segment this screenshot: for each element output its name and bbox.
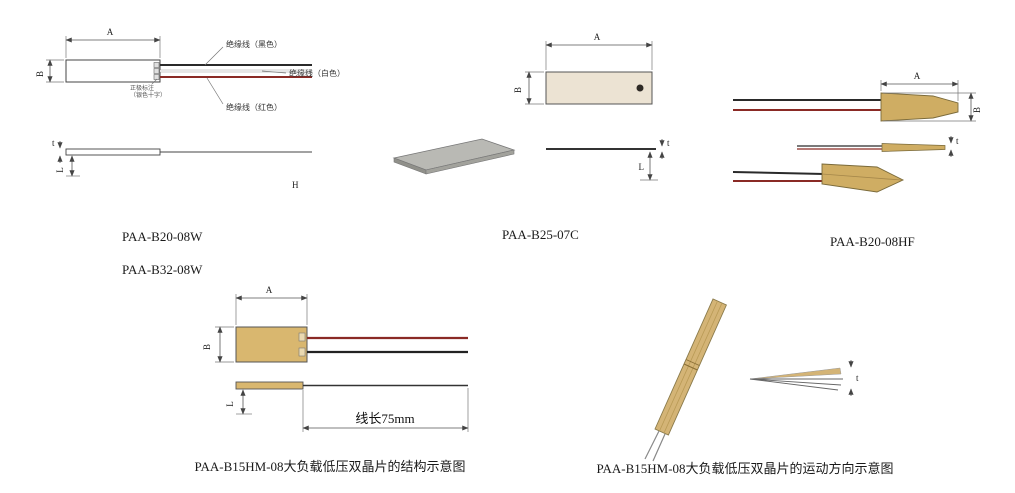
fig4-dim-b-label: B: [202, 344, 212, 350]
fig4-solder-pads: [298, 332, 306, 357]
fig1-dim-b-label: B: [35, 71, 45, 77]
fig1-dim-l-label: L: [55, 167, 65, 173]
fig1-dim-b: B: [35, 59, 64, 83]
fig5-motion-fan: t: [749, 360, 859, 396]
fig1-caption2: PAA-B32-08W: [122, 262, 203, 277]
fig3-caption: PAA-B20-08HF: [830, 234, 915, 249]
fig2-side-view: t L: [546, 138, 670, 181]
fig2-caption: PAA-B25-07C: [502, 227, 579, 242]
fig1-white-wire-label: 绝缘线（白色）: [289, 68, 345, 78]
fig4-side-view: L: [225, 381, 468, 415]
fig3-side-view: t: [797, 136, 959, 157]
fig2-body: [545, 71, 653, 105]
fig3-dim-a: A: [880, 71, 959, 101]
fig1-side-view: t L H: [52, 138, 312, 190]
fig4-caption: PAA-B15HM-08大负载低压双晶片的结构示意图: [194, 459, 465, 474]
fig3-dim-b-label: B: [972, 107, 982, 113]
fig1-dim-t-label: t: [52, 138, 55, 148]
fig4-wire-length-label: 线长75mm: [355, 411, 414, 426]
figure-paa-b20-08hf: A B t PAA-B20-08HF: [732, 71, 982, 249]
figure-paa-b25-07c: A B t L PAA-B25-07C: [392, 32, 670, 242]
figure-paa-b15hm-motion: t PAA-B15HM-08大负载低压双晶片的运动方向示意图: [596, 298, 894, 476]
fig5-wires: [644, 430, 666, 462]
fig5-caption: PAA-B15HM-08大负载低压双晶片的运动方向示意图: [596, 461, 893, 476]
fig1-electrode-note-line2: （银色十字）: [130, 91, 166, 99]
fig1-dim-h-label: H: [292, 180, 299, 190]
fig1-electrode-note-line1: 正极标注: [130, 84, 154, 92]
fig4-dim-b: B: [202, 326, 234, 363]
fig3-dim-b: B: [883, 92, 982, 122]
fig1-body: [65, 59, 161, 83]
fig2-dim-b-label: B: [513, 87, 523, 93]
fig4-body: [235, 326, 308, 363]
fig1-dim-a: A: [65, 27, 161, 58]
fig2-dim-t-label: t: [667, 138, 670, 148]
figure-paa-b15hm-structure: A B L 线长75mm PAA-B15HM-08大负载低压双晶片的: [194, 285, 469, 474]
fig1-electrode-note: 正极标注 （银色十字）: [130, 78, 166, 99]
fig5-strip-3d: [654, 298, 727, 436]
figure-paa-b20-08w: A 绝缘线（黑色） 绝缘线（白色） 绝缘线（红色） B 正极标注: [35, 27, 345, 277]
fig1-wire-labels: 绝缘线（黑色） 绝缘线（白色） 绝缘线（红色）: [204, 39, 345, 112]
fig1-black-wire-label: 绝缘线（黑色）: [226, 39, 282, 49]
fig1-caption: PAA-B20-08W: [122, 229, 203, 244]
fig2-dim-l-label: L: [639, 162, 645, 172]
fig2-dim-a: A: [545, 32, 653, 70]
fig3-dim-a-label: A: [914, 71, 921, 81]
fig2-dim-b: B: [513, 71, 544, 105]
fig4-dim-a: A: [235, 285, 308, 325]
fig2-electrode-dot: [636, 84, 644, 92]
fig4-wire-length-dim: 线长75mm: [302, 388, 469, 432]
fig2-dim-a-label: A: [594, 32, 601, 42]
fig3-dim-t-label: t: [956, 136, 959, 146]
fig1-solder-pads: [153, 62, 160, 80]
fig4-dim-a-label: A: [266, 285, 273, 295]
fig1-dim-a-label: A: [107, 27, 114, 37]
fig5-dim-t-label: t: [856, 373, 859, 383]
fig3-bottom-view: [732, 163, 905, 193]
fig3-body-top: [880, 92, 959, 122]
fig1-red-wire-label: 绝缘线（红色）: [226, 102, 282, 112]
fig2-plate-3d: [392, 138, 516, 175]
fig4-dim-l-label: L: [225, 401, 235, 407]
